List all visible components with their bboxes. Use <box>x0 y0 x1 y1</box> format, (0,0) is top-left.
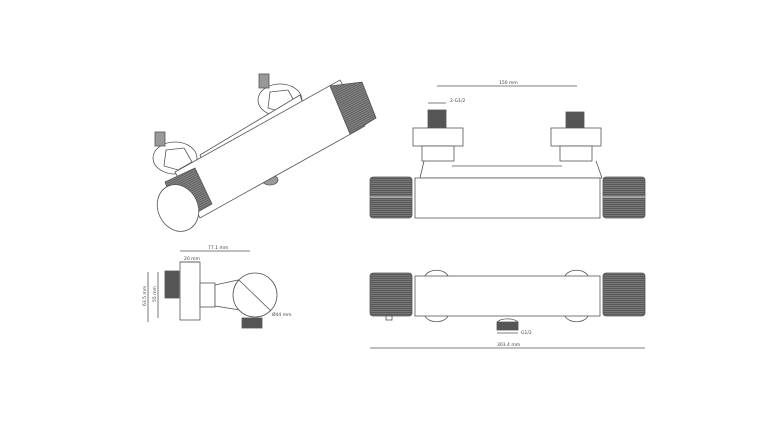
dim-total-length: 303.4 mm <box>497 342 520 348</box>
dim-height-body: 55 mm <box>152 286 158 302</box>
isometric-view <box>152 73 377 232</box>
dim-depth: 77.1 mm <box>208 245 228 251</box>
side-view <box>147 250 278 329</box>
dim-escutcheon: 20 mm <box>184 256 200 262</box>
dim-diameter: Ø44 mm <box>272 311 291 318</box>
dim-inlet-thread: 2-G1/2 <box>450 98 466 104</box>
dim-outlet-thread: G1/2 <box>521 330 532 336</box>
dim-height-total: 63.5 mm <box>142 286 148 306</box>
bottom-view <box>369 269 646 349</box>
dim-inlet-spacing: 150 mm <box>499 80 518 86</box>
front-view <box>369 85 646 219</box>
